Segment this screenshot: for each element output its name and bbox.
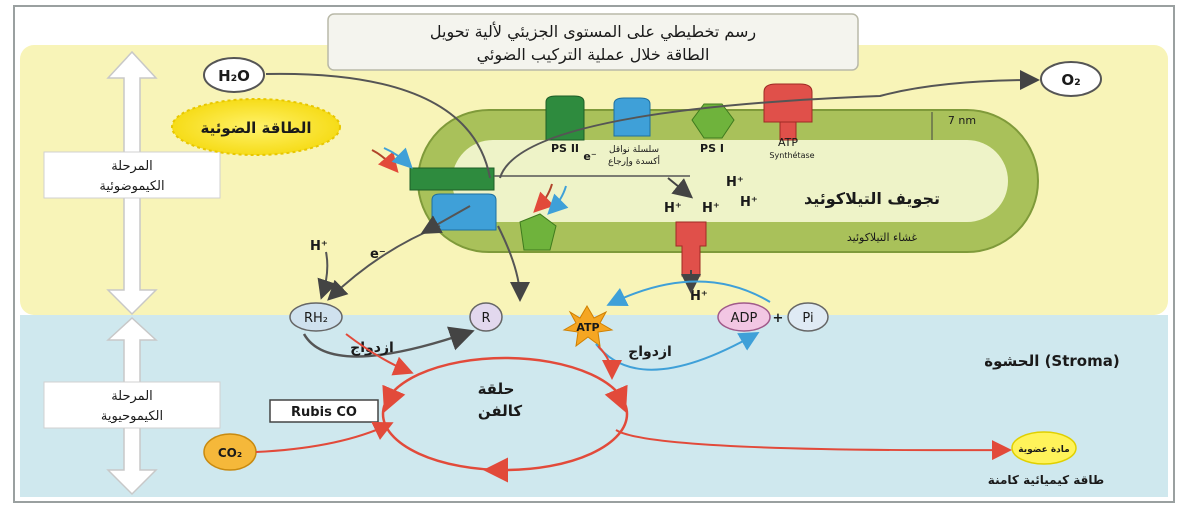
ps2-protein [545,95,585,141]
rh2-label: RH₂ [304,311,328,326]
thylakoid-lumen-shape [452,140,1008,222]
phase-chemobiological-line1: المرحلة [111,389,153,404]
hplus-to-rh2 [317,251,337,300]
electron-chain-protein [613,97,651,137]
calvin-arrow-left [382,384,406,413]
stroma-label: الحشوة (Stroma) [984,352,1119,370]
atp-synthetase-label2: Synthétase [769,150,814,160]
thylakoid-lumen-label: تجويف التيلاكوئيد [804,189,940,208]
potential-energy-label: طاقة كيميائية كامنة [988,473,1104,487]
adp-label: ADP [731,311,758,326]
output-arrow [615,429,1012,461]
ps2-label: PS II [551,142,579,155]
atp-synthesis-arc [606,280,771,306]
oxygen-line [499,70,1040,179]
h2o-bubble [203,57,265,93]
organic-matter-bubble [1011,431,1077,465]
o2-bubble [1040,61,1102,97]
adp-bubble [717,302,771,332]
coupling-arrow-left [302,326,475,358]
title-box [327,13,859,71]
ps1-protein-left [519,213,557,251]
rh2-bubble [289,302,343,332]
thylakoid-membrane-label: غشاء التيلاكوئيد [847,231,918,244]
phase-photochemical-line2: الكيموضوئية [99,179,164,194]
title-line1: رسم تخطيطي على المستوى الجزيئي لألية تحو… [430,21,756,42]
r-to-ps1 [497,225,530,302]
atp-synthetase-label1: ATP [778,136,798,149]
title-line2: الطاقة خلال عملية التركيب الضوئي [477,45,710,65]
electron-chain-line1: سلسلة نواقل [609,145,659,155]
light-energy-sun [171,98,341,156]
light-ray-red-2 [533,183,555,213]
light-energy-label: الطاقة الضوئية [201,119,312,137]
coupling-arrow-right [595,332,760,371]
chain-to-nadp [420,205,471,234]
co2-to-calvin [255,421,394,453]
e-minus-left: e⁻ [370,247,386,262]
pi-bubble [787,302,829,332]
h-plus-left: H⁺ [310,239,328,254]
atp-burst [562,305,614,348]
electron-chain-line2: أكسدة وإرجاع [608,155,660,167]
proton-arrow-in [667,177,694,199]
h-plus-stroma: H⁺ [690,289,708,304]
h2o-label: H₂O [218,67,250,85]
calvin-arrow-right [604,384,628,413]
pi-label: Pi [802,311,813,326]
nadph-to-calvin [345,333,414,376]
h-plus-2: H⁺ [664,201,682,216]
atp-synthetase-stalk [779,121,797,141]
atp-label: ATP [576,321,599,334]
light-ray-blue-2 [547,185,569,215]
o2-label: O₂ [1061,71,1080,89]
rubisco-label: Rubis CO [291,405,357,420]
calvin-label-line2: كالفن [478,402,523,420]
phase-chemobiological-line2: الكيموحيوية [101,409,163,424]
co2-bubble [203,433,257,471]
atp-to-calvin [597,345,622,380]
co2-label: CO₂ [218,446,242,460]
coupling-label-right: ازدواج [628,344,672,360]
ps1-protein [691,103,735,139]
light-ray-blue [383,147,413,169]
ps1-label: PS I [700,142,724,155]
ps2-protein-left [409,167,495,191]
r-label: R [481,311,490,326]
thickness-label: 7 nm [948,114,976,127]
h-plus-1: H⁺ [726,175,744,190]
calvin-label-line1: حلقة [478,380,515,398]
electron-label-top: e⁻ [583,150,596,163]
rubisco-box [269,399,379,423]
chain-protein-left [431,193,497,231]
h-plus-4: H⁺ [740,195,758,210]
organic-matter-label: مادة عضوية [1018,445,1070,455]
r-bubble [469,302,503,332]
plus-sign: + [773,311,784,326]
phase-photochemical-line1: المرحلة [111,159,153,174]
phase-label-box-top [43,151,221,199]
h-plus-3: H⁺ [702,201,720,216]
phase-label-box-bottom [43,381,221,429]
water-line [265,72,491,179]
atp-synthetase-protein [763,83,813,123]
